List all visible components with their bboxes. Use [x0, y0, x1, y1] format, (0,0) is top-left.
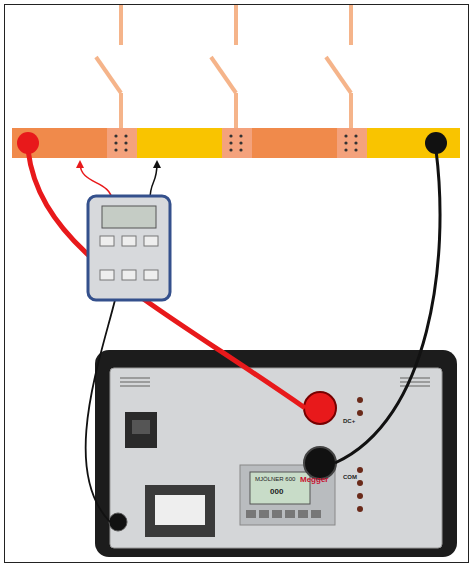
terminal-label: COM: [343, 474, 357, 480]
model-name: MJÖLNER 600: [255, 476, 295, 482]
brand-logo: Megger: [300, 476, 328, 484]
terminal-label: DC+: [343, 418, 355, 424]
display-reading: 000: [270, 488, 283, 496]
